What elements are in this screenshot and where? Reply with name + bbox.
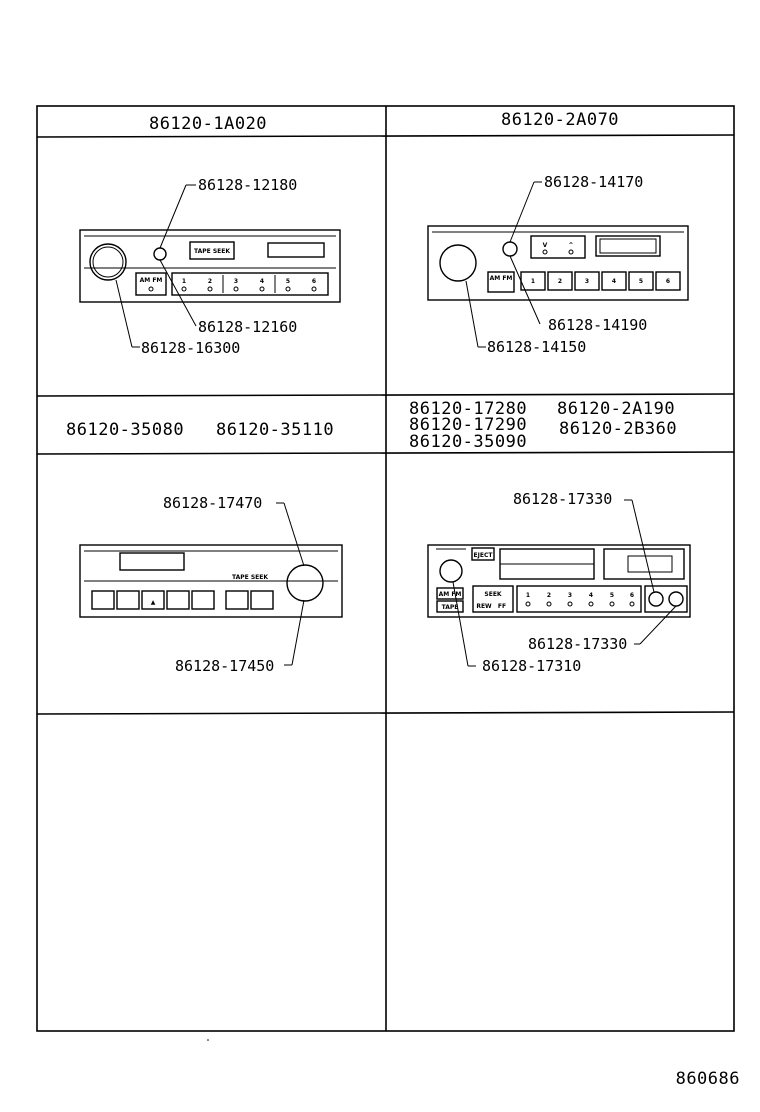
callout-knob-upper: 86128-17470 <box>163 494 262 512</box>
seek-button <box>250 590 274 610</box>
svg-text:AM FM: AM FM <box>439 591 462 598</box>
svg-text:SEEK: SEEK <box>484 591 502 598</box>
eject-button <box>471 547 495 561</box>
radio-unit-2: V ^ AM FM 1 2 3 4 5 6 <box>427 225 689 301</box>
svg-text:AM FM: AM FM <box>490 275 513 282</box>
svg-text:5: 5 <box>286 278 290 285</box>
scan-speck <box>207 1039 209 1041</box>
volume-knob <box>439 559 463 583</box>
panel4-header-line: 86120-17290 <box>409 415 527 435</box>
svg-text:2: 2 <box>547 592 551 599</box>
svg-text:4: 4 <box>589 592 593 599</box>
panel4-header-line: 86120-2A190 <box>557 399 675 419</box>
callout-knob-lower: 86128-12160 <box>198 318 297 336</box>
callout-volume-knob: 86128-17310 <box>482 657 581 675</box>
svg-text:V: V <box>543 242 548 249</box>
sheet-code: 860686 <box>676 1069 740 1089</box>
seek-button <box>225 590 249 610</box>
callout-volume-knob: 86128-17450 <box>175 657 274 675</box>
callout-tuning-knob: 86128-12180 <box>198 176 297 194</box>
tape-button <box>436 600 464 613</box>
svg-text:6: 6 <box>666 278 670 285</box>
seek-button <box>530 235 586 259</box>
panel2-header: 86120-2A070 <box>501 110 619 130</box>
callout-volume-knob: 86128-14150 <box>487 338 586 356</box>
svg-text:1: 1 <box>182 278 186 285</box>
preset-buttons: 1 2 3 4 5 6 <box>520 271 681 291</box>
leader-lines-4 <box>452 499 677 667</box>
am-fm-button <box>487 271 515 293</box>
tone-knob <box>648 591 664 607</box>
tuning-knob <box>153 247 167 261</box>
svg-text:FF: FF <box>498 603 506 610</box>
svg-text:▲: ▲ <box>151 599 156 606</box>
svg-text:3: 3 <box>234 278 238 285</box>
svg-text:TAPE: TAPE <box>442 604 459 611</box>
svg-text:5: 5 <box>610 592 614 599</box>
volume-knob <box>439 244 477 282</box>
panel4-header-line: 86120-2B360 <box>559 419 677 439</box>
radio-unit-3: ▲ TAPE SEEK <box>79 544 343 618</box>
seek-label: TAPE SEEK <box>194 248 230 255</box>
svg-text:2: 2 <box>558 278 562 285</box>
callout-tuning-knob: 86128-14170 <box>544 173 643 191</box>
svg-text:REW: REW <box>476 603 492 610</box>
svg-text:3: 3 <box>568 592 572 599</box>
svg-text:^: ^ <box>568 242 573 249</box>
panel4-header-line: 86120-17280 <box>409 399 527 419</box>
am-fm-button <box>436 587 464 600</box>
leader-lines-1 <box>115 184 197 348</box>
svg-text:1: 1 <box>531 278 535 285</box>
display-window <box>267 242 325 258</box>
svg-text:5: 5 <box>639 278 643 285</box>
balance-knob <box>668 591 684 607</box>
preset-strip <box>171 272 329 296</box>
table-grid <box>36 105 735 1032</box>
panel4-header-line: 86120-35090 <box>409 432 527 452</box>
preset-buttons: 1 2 3 4 5 6 <box>516 585 642 613</box>
svg-text:6: 6 <box>312 278 316 285</box>
svg-text:4: 4 <box>612 278 616 285</box>
svg-text:2: 2 <box>208 278 212 285</box>
svg-text:EJECT: EJECT <box>474 552 494 559</box>
preset-buttons: ▲ <box>91 590 215 610</box>
leader-lines-3 <box>276 502 305 666</box>
svg-text:4: 4 <box>260 278 264 285</box>
volume-knob <box>286 564 324 602</box>
callout-knob-lower: 86128-14190 <box>548 316 647 334</box>
display-window <box>119 552 185 571</box>
panel3-header-left: 86120-35080 <box>66 420 184 440</box>
callout-balance-knob: 86128-17330 <box>528 635 627 653</box>
svg-text:1: 1 <box>526 592 530 599</box>
am-fm-button <box>135 272 167 296</box>
tuning-knob <box>502 241 518 257</box>
callout-volume-knob: 86128-16300 <box>141 339 240 357</box>
am-fm-label: AM FM <box>140 277 163 284</box>
seek-button <box>189 241 235 260</box>
panel1-header: 86120-1A020 <box>149 114 267 134</box>
preset-buttons: 1 2 3 4 5 6 <box>181 275 317 293</box>
leader-lines-2 <box>465 181 542 348</box>
seek-rew-ff-button <box>472 585 514 613</box>
svg-text:TAPE SEEK: TAPE SEEK <box>232 574 268 581</box>
panel3-header-right: 86120-35110 <box>216 420 334 440</box>
callout-tone-knob: 86128-17330 <box>513 490 612 508</box>
svg-text:6: 6 <box>630 592 634 599</box>
display-window <box>595 235 661 257</box>
radio-unit-4: EJECT AM FM TAPE SEEK REW FF 1 2 3 4 5 6 <box>427 544 691 618</box>
svg-text:3: 3 <box>585 278 589 285</box>
volume-knob <box>89 243 127 281</box>
